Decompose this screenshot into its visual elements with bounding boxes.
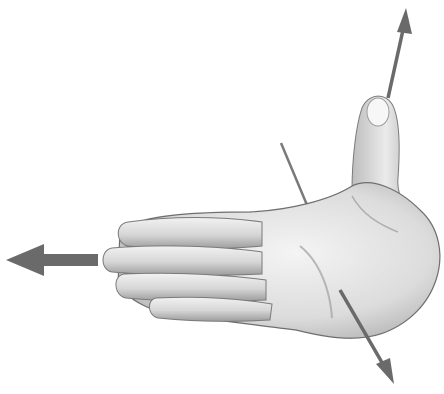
pointer-line xyxy=(281,143,307,205)
fingers-direction-arrow xyxy=(6,244,98,276)
little-finger xyxy=(149,297,272,321)
thumb-nail xyxy=(367,98,389,126)
thumb-direction-arrow xyxy=(388,8,412,98)
index-finger xyxy=(118,218,262,250)
hand-illustration xyxy=(103,96,440,338)
middle-finger xyxy=(103,246,262,275)
